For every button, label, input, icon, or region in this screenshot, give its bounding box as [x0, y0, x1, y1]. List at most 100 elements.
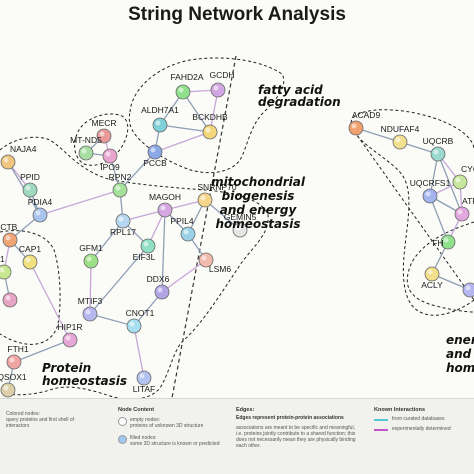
- edge-uqcrb-atp: [437, 153, 463, 215]
- node-acly[interactable]: ACLY: [421, 266, 443, 290]
- node-pccb[interactable]: PCCB: [143, 144, 167, 168]
- node-cnot1[interactable]: CNOT1: [126, 308, 155, 334]
- node-cyc[interactable]: CYC: [452, 164, 474, 190]
- node-cap1[interactable]: CAP1: [19, 244, 41, 270]
- node-snrnp70[interactable]: SNRNP70: [197, 182, 237, 208]
- node-fe[interactable]: FE: [462, 282, 474, 298]
- node-mt-nd5[interactable]: MT-ND5: [70, 135, 102, 161]
- node-ipo9[interactable]: IPO9: [100, 148, 120, 172]
- node-circle[interactable]: [157, 202, 173, 218]
- node-rpn2[interactable]: RPN2: [109, 172, 132, 198]
- node-lsm6[interactable]: LSM6: [198, 252, 231, 274]
- node-circle[interactable]: [2, 292, 18, 308]
- node-mtif3[interactable]: MTIF3: [78, 296, 103, 322]
- node-circle[interactable]: [197, 192, 213, 208]
- node-gfm1[interactable]: GFM1: [79, 243, 103, 269]
- node-circle[interactable]: [175, 84, 191, 100]
- node-circle[interactable]: [6, 354, 22, 370]
- node-gemin5[interactable]: GEMIN5: [224, 212, 257, 238]
- node-eif3l[interactable]: EIF3L: [133, 238, 156, 262]
- cluster-outline-energy: [406, 221, 474, 313]
- legend-edges-heading: Edges:: [236, 407, 255, 413]
- node-aldh7a1[interactable]: ALDH7A1: [141, 105, 179, 133]
- node-gcdh[interactable]: GCDH: [209, 70, 235, 98]
- node-highlight: [9, 357, 15, 363]
- node-circle[interactable]: [180, 226, 196, 242]
- node-atp[interactable]: ATP: [454, 196, 474, 222]
- node-qsox1[interactable]: QSOX1: [0, 372, 27, 398]
- node-ppil4[interactable]: PPIL4: [170, 216, 196, 242]
- node-highlight: [160, 205, 166, 211]
- node-highlight: [85, 309, 91, 315]
- node-leftb[interactable]: [2, 292, 18, 308]
- cluster-label-line: homeostasis: [215, 217, 300, 231]
- node-fth1[interactable]: FTH1: [6, 344, 29, 370]
- node-naja4[interactable]: NAJA4: [0, 144, 37, 170]
- node-uqcrfs1[interactable]: UQCRFS1: [410, 178, 451, 204]
- legend-curated-line: [374, 419, 388, 421]
- node-circle[interactable]: [62, 332, 78, 348]
- cluster-outline-mecr: [74, 113, 129, 166]
- node-highlight: [443, 237, 449, 243]
- node-uqcrb[interactable]: UQCRB: [423, 136, 454, 162]
- node-label: SNRNP70: [197, 182, 236, 192]
- node-highlight: [157, 287, 163, 293]
- node-circle[interactable]: [136, 370, 152, 386]
- legend-experimental-line: [374, 429, 388, 431]
- node-label: CYC: [461, 164, 474, 174]
- node-magoh[interactable]: MAGOH: [149, 192, 181, 218]
- node-circle[interactable]: [348, 120, 364, 136]
- node-mecr[interactable]: MECR: [91, 118, 117, 144]
- node-highlight: [465, 285, 471, 291]
- node-highlight: [150, 147, 156, 153]
- node-fahd2a[interactable]: FAHD2A: [170, 72, 204, 100]
- node-actb[interactable]: ACTB: [0, 222, 18, 248]
- node-circle[interactable]: [452, 174, 468, 190]
- node-circle[interactable]: [424, 266, 440, 282]
- node-circle[interactable]: [83, 253, 99, 269]
- node-circle[interactable]: [126, 318, 142, 334]
- node-circle[interactable]: [147, 144, 163, 160]
- node-circle[interactable]: [22, 182, 38, 198]
- node-left1[interactable]: 1: [0, 254, 12, 280]
- node-label: MAGOH: [149, 192, 181, 202]
- node-circle[interactable]: [2, 232, 18, 248]
- node-ndufaf4[interactable]: NDUFAF4: [381, 124, 420, 150]
- node-circle[interactable]: [152, 117, 168, 133]
- legend-colored-label: Colored nodes:: [6, 411, 40, 417]
- node-circle[interactable]: [0, 382, 16, 398]
- node-circle[interactable]: [112, 182, 128, 198]
- node-hip1r[interactable]: HIP1R: [57, 322, 83, 348]
- node-circle[interactable]: [210, 82, 226, 98]
- node-rpl17[interactable]: RPL17: [110, 213, 136, 237]
- node-ddx6[interactable]: DDX6: [147, 274, 170, 300]
- node-fh[interactable]: FH: [432, 234, 456, 250]
- node-circle[interactable]: [202, 124, 218, 140]
- node-circle[interactable]: [392, 134, 408, 150]
- node-circle[interactable]: [422, 188, 438, 204]
- node-bckdhb[interactable]: BCKDHB: [192, 112, 228, 140]
- node-circle[interactable]: [78, 145, 94, 161]
- node-circle[interactable]: [115, 213, 131, 229]
- node-circle[interactable]: [22, 254, 38, 270]
- node-circle[interactable]: [454, 206, 470, 222]
- node-circle[interactable]: [0, 154, 16, 170]
- node-litaf[interactable]: LITAF: [133, 370, 156, 394]
- edge-cnot1-litaf: [133, 325, 145, 379]
- node-circle[interactable]: [430, 146, 446, 162]
- node-label: PPIL4: [170, 216, 193, 226]
- node-circle[interactable]: [154, 284, 170, 300]
- node-highlight: [455, 177, 461, 183]
- node-ppid[interactable]: PPID: [20, 172, 40, 198]
- node-circle[interactable]: [102, 148, 118, 164]
- node-circle[interactable]: [82, 306, 98, 322]
- node-circle[interactable]: [32, 207, 48, 223]
- node-pdia4[interactable]: PDIA4: [28, 197, 53, 223]
- cluster-label-line: fatty acid: [258, 83, 323, 97]
- node-label: FAHD2A: [170, 72, 203, 82]
- edge-pdia4-rpn2: [39, 189, 121, 216]
- node-circle[interactable]: [140, 238, 156, 254]
- node-acad9[interactable]: ACAD9: [348, 110, 380, 136]
- node-highlight: [351, 123, 357, 129]
